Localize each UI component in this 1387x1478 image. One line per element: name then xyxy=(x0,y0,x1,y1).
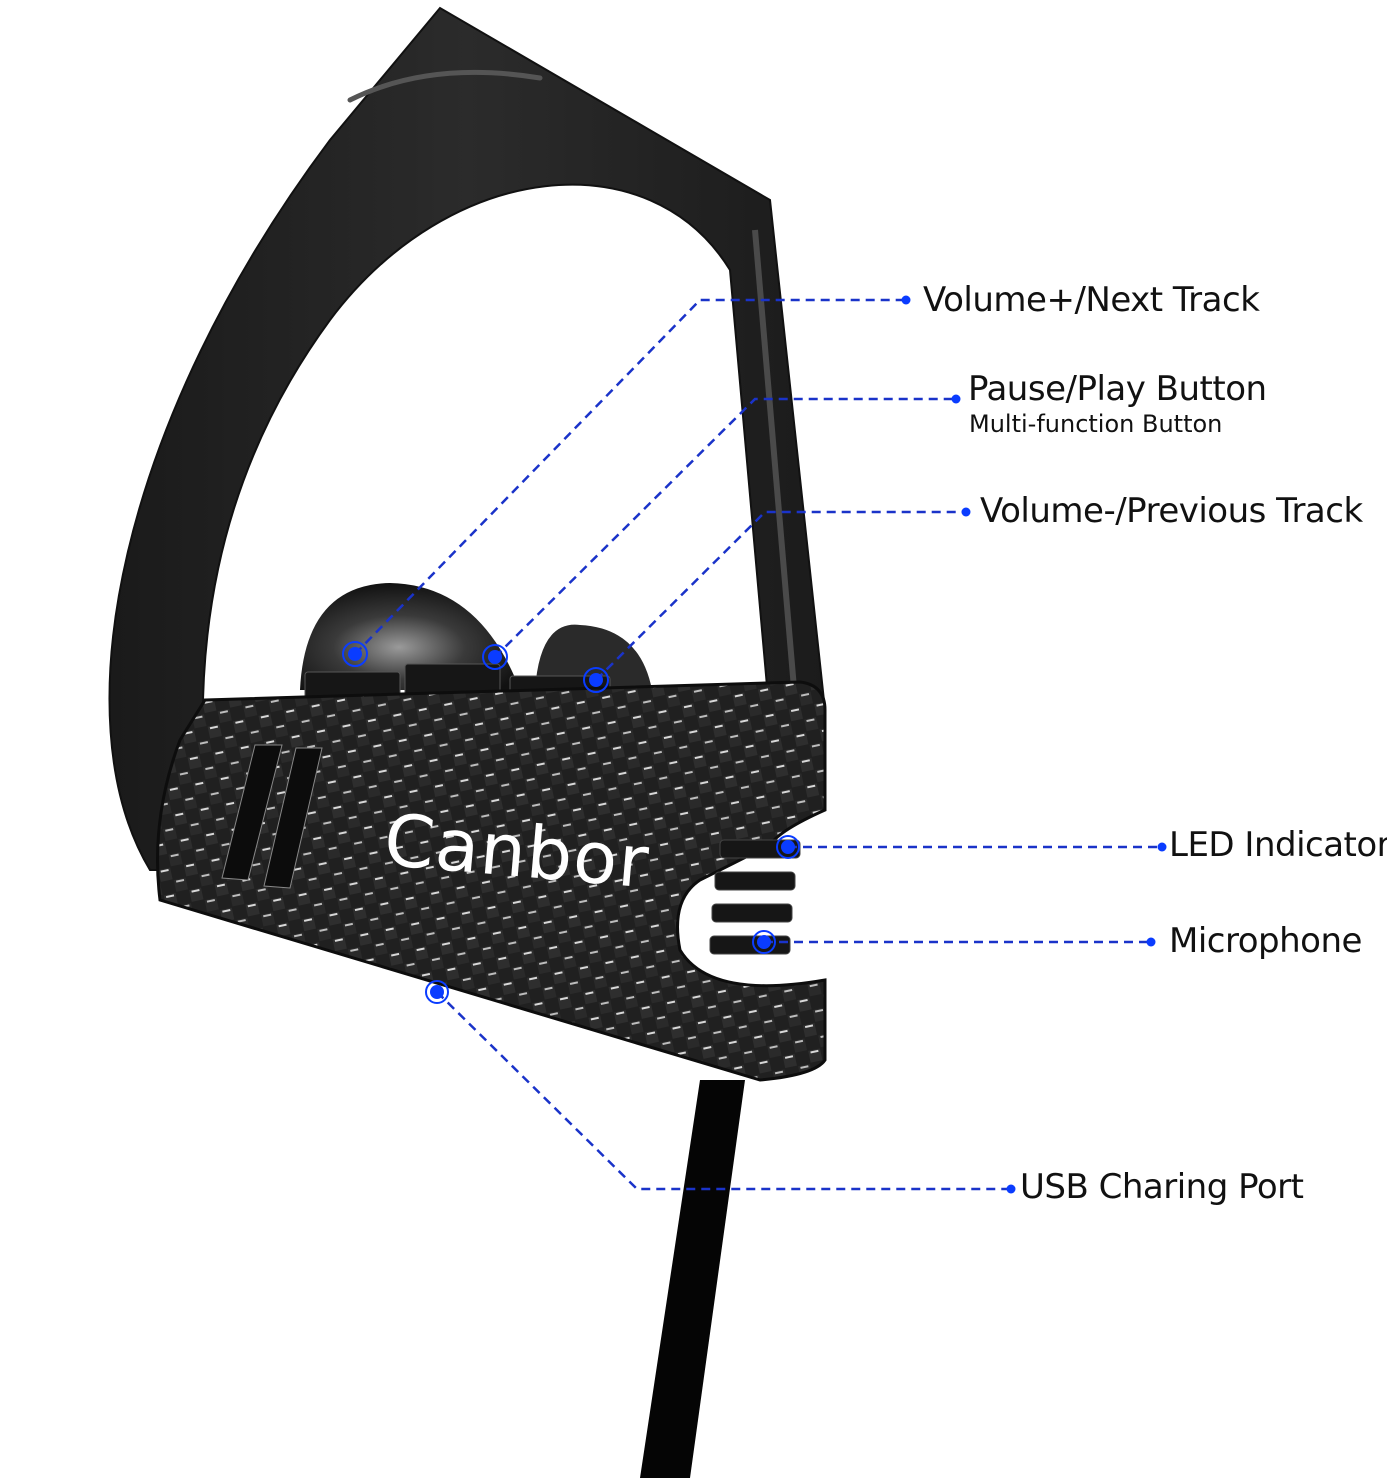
label-volume-up: Volume+/Next Track xyxy=(923,280,1260,320)
ear-tips xyxy=(300,583,652,690)
label-led-indicator: LED Indicator xyxy=(1169,825,1387,865)
label-pause-play: Pause/Play Button xyxy=(968,369,1267,409)
callout-anchors xyxy=(342,641,800,1004)
label-microphone: Microphone xyxy=(1169,921,1362,961)
label-usb-port: USB Charing Port xyxy=(1020,1167,1304,1207)
sublabel-multi-function: Multi-function Button xyxy=(969,410,1223,438)
ear-hook xyxy=(108,6,827,871)
earphone-body xyxy=(156,680,827,1082)
label-dots xyxy=(901,295,1167,1194)
label-volume-down: Volume-/Previous Track xyxy=(980,491,1363,531)
cable xyxy=(640,1080,745,1478)
callout-lines xyxy=(354,298,1160,1191)
